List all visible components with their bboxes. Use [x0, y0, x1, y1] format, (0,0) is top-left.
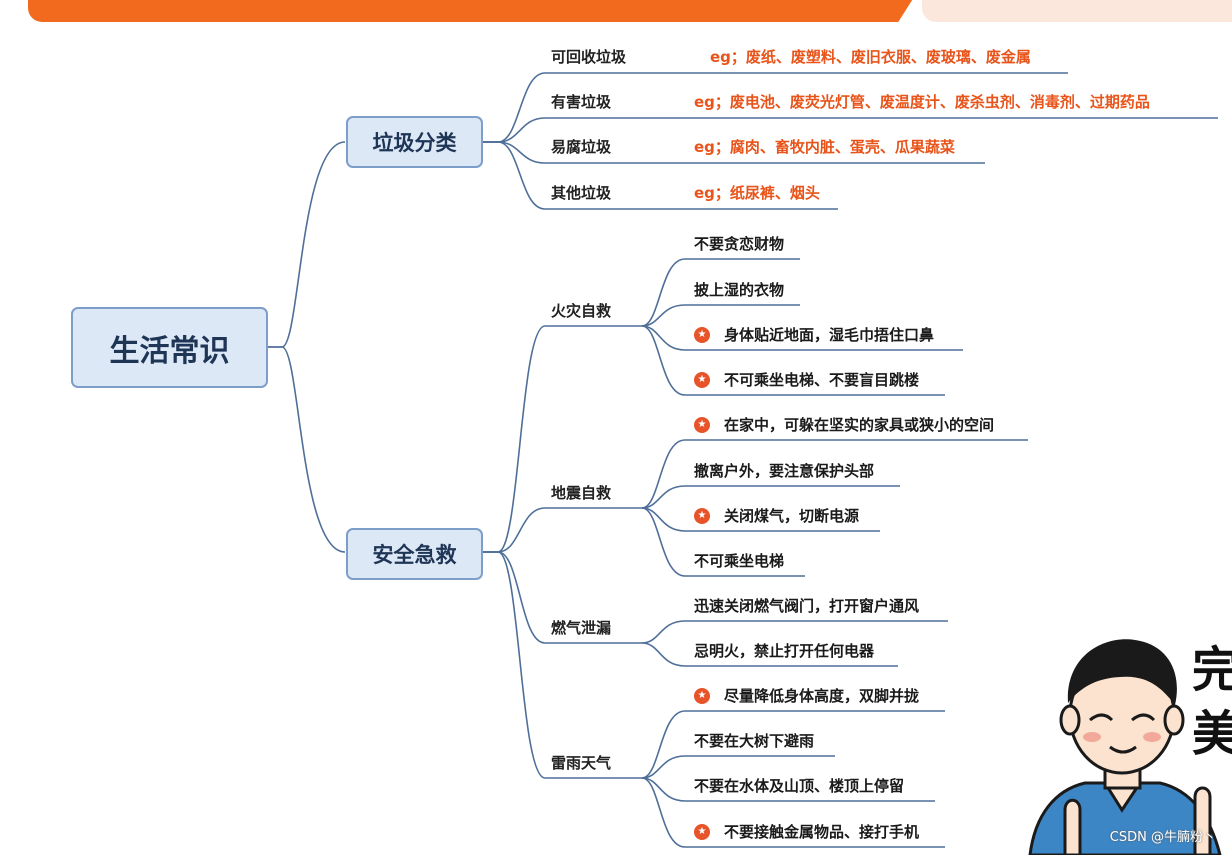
node-fire-escape: 火灾自救 — [551, 300, 611, 321]
leaf-fire-1: 不要贪恋财物 — [694, 233, 784, 254]
leaf-quake-4: 不可乘坐电梯 — [694, 550, 784, 571]
leaf-storm-2: 不要在大树下避雨 — [694, 730, 814, 751]
leaf-other-examples: eg；纸尿裤、烟头 — [694, 182, 820, 203]
leaf-quake-2: 撤离户外，要注意保护头部 — [694, 460, 874, 481]
leaf-storm-3: 不要在水体及山顶、楼顶上停留 — [694, 775, 904, 796]
star-icon: ★ — [694, 824, 710, 840]
leaf-quake-1: ★在家中，可躲在坚实的家具或狭小的空间 — [694, 414, 994, 435]
leaf-fire-2: 披上湿的衣物 — [694, 279, 784, 300]
leaf-fire-4: ★不可乘坐电梯、不要盲目跳楼 — [694, 369, 919, 390]
node-hazardous: 有害垃圾 — [551, 91, 611, 112]
leaf-recyclable-examples: eg；废纸、废塑料、废旧衣服、废玻璃、废金属 — [710, 46, 1031, 67]
node-recyclable: 可回收垃圾 — [551, 46, 626, 67]
star-icon: ★ — [694, 417, 710, 433]
node-earthquake: 地震自救 — [551, 482, 611, 503]
branch-garbage-sorting: 垃圾分类 — [346, 116, 483, 168]
star-icon: ★ — [694, 327, 710, 343]
root-node: 生活常识 — [71, 307, 268, 388]
leaf-gas-1: 迅速关闭燃气阀门，打开窗户通风 — [694, 595, 919, 616]
watermark: CSDN @牛腩粉丶 — [1110, 826, 1216, 845]
star-icon: ★ — [694, 688, 710, 704]
node-perishable: 易腐垃圾 — [551, 136, 611, 157]
node-thunderstorm: 雷雨天气 — [551, 752, 611, 773]
side-text-2: 美 — [1192, 706, 1232, 762]
star-icon: ★ — [694, 372, 710, 388]
side-text-1: 完 — [1192, 642, 1232, 698]
node-other-waste: 其他垃圾 — [551, 182, 611, 203]
leaf-quake-3: ★关闭煤气，切断电源 — [694, 505, 859, 526]
branch-safety-first-aid: 安全急救 — [346, 528, 483, 580]
leaf-storm-4: ★不要接触金属物品、接打手机 — [694, 821, 919, 842]
leaf-fire-3: ★身体贴近地面，湿毛巾捂住口鼻 — [694, 324, 934, 345]
leaf-perishable-examples: eg；腐肉、畜牧内脏、蛋壳、瓜果蔬菜 — [694, 136, 955, 157]
leaf-storm-1: ★尽量降低身体高度，双脚并拢 — [694, 685, 919, 706]
leaf-hazardous-examples: eg；废电池、废荧光灯管、废温度计、废杀虫剂、消毒剂、过期药品 — [694, 91, 1150, 112]
leaf-gas-2: 忌明火，禁止打开任何电器 — [694, 640, 874, 661]
star-icon: ★ — [694, 508, 710, 524]
node-gas-leak: 燃气泄漏 — [551, 617, 611, 638]
